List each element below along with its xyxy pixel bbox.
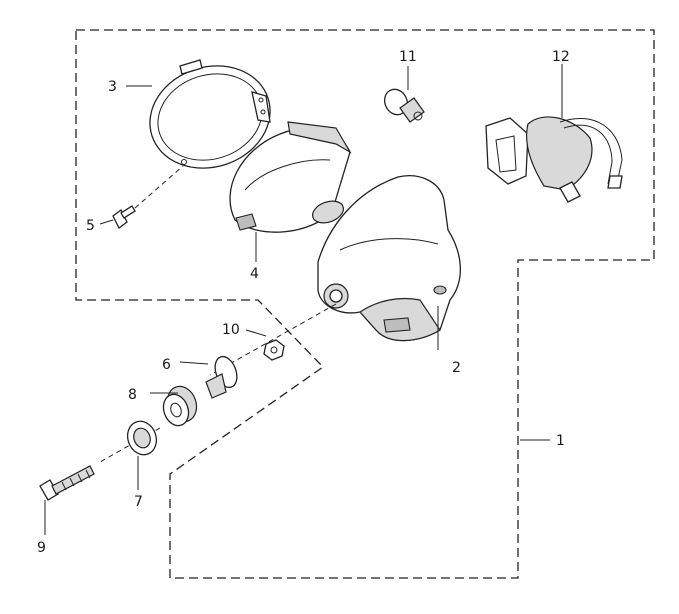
assembly-boundary [75, 29, 655, 579]
headlight-reflector-part [229, 121, 352, 233]
callout-1: 1 [556, 433, 565, 449]
callout-4: 4 [250, 266, 259, 282]
callout-10: 10 [222, 322, 240, 338]
callout-9: 9 [37, 540, 46, 556]
washer-ring-part [126, 420, 158, 456]
callout-12: 12 [552, 49, 570, 65]
headlight-rim-part [149, 59, 271, 169]
mounting-bolt-part [39, 465, 95, 501]
leader-lines [44, 64, 563, 535]
callout-5: 5 [86, 218, 95, 234]
headlight-bulb-part [383, 88, 425, 123]
rubber-grommet-part [162, 385, 198, 427]
callout-3: 3 [108, 79, 117, 95]
bulb-socket-harness-part [485, 116, 623, 203]
callout-2: 2 [452, 360, 461, 376]
mounting-nut-part [263, 339, 285, 361]
callout-8: 8 [128, 387, 137, 403]
spacer-collar-part [205, 355, 238, 399]
callout-11: 11 [399, 49, 417, 65]
callout-6: 6 [162, 357, 171, 373]
headlight-housing-part [317, 175, 462, 342]
rim-screw-part [112, 165, 184, 229]
callout-7: 7 [134, 494, 143, 510]
